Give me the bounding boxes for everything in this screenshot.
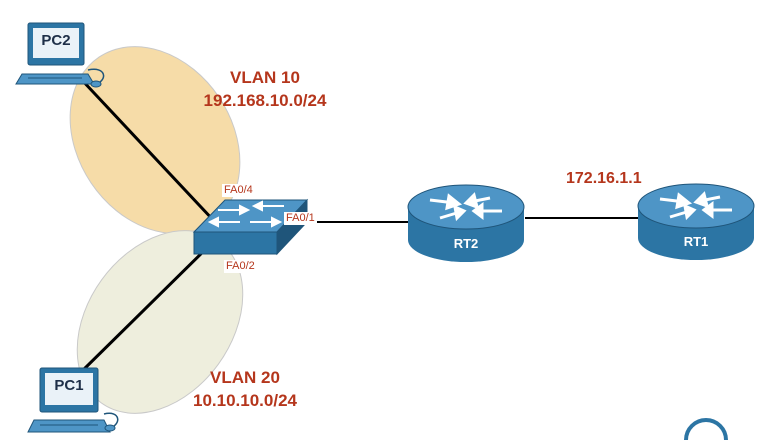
vlan10-name: VLAN 10 [230,68,300,87]
pc2-label: PC2 [41,32,71,49]
vlan10-label: VLAN 10 192.168.10.0/24 [180,66,350,112]
router-rt2-icon[interactable] [407,184,525,262]
vlan10-subnet: 192.168.10.0/24 [203,91,327,110]
router-rt1-icon[interactable] [637,183,755,260]
rt2-label: RT2 [453,236,479,251]
rt1-label: RT1 [683,234,709,249]
rt1-address-label: 172.16.1.1 [566,170,642,187]
switch-icon[interactable] [192,198,309,256]
port-fa0-2: FA0/2 [224,260,257,273]
link-pc1-switch [76,238,217,377]
port-fa0-1: FA0/1 [284,212,317,225]
partial-circle-icon [684,418,728,440]
vlan20-name: VLAN 20 [210,368,280,387]
vlan20-label: VLAN 20 10.10.10.0/24 [170,366,320,412]
vlan20-subnet: 10.10.10.0/24 [193,391,297,410]
pc1-label: PC1 [54,377,84,394]
port-fa0-4: FA0/4 [222,184,255,197]
link-pc2-switch [78,76,217,224]
pc1-computer-icon[interactable] [27,367,119,433]
pc2-computer-icon[interactable] [15,22,105,88]
